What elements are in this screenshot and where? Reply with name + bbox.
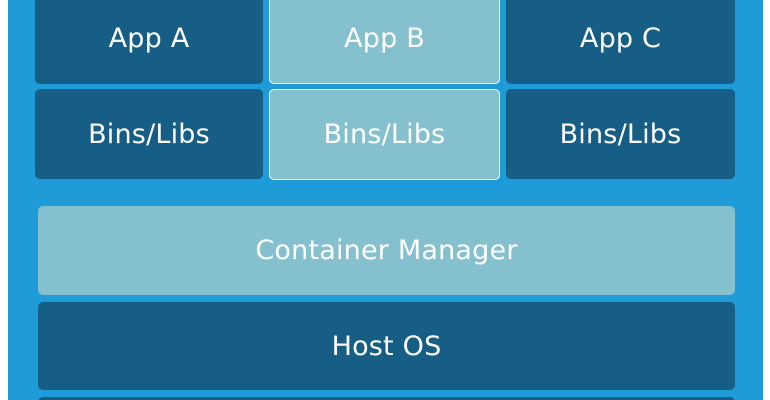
app-c-label: App C — [579, 22, 662, 54]
app-a-block: App A — [35, 0, 263, 84]
bins-libs-b-block: Bins/Libs — [269, 89, 500, 180]
bins-libs-b-label: Bins/Libs — [323, 119, 446, 150]
app-a-label: App A — [108, 22, 190, 54]
app-b-block: App B — [269, 0, 500, 84]
bins-libs-a-label: Bins/Libs — [88, 118, 210, 150]
host-os-label: Host OS — [331, 330, 442, 362]
app-b-label: App B — [344, 22, 425, 54]
bins-libs-c-label: Bins/Libs — [559, 118, 682, 150]
container-manager-layer: Container Manager — [38, 206, 735, 295]
host-os-layer: Host OS — [38, 302, 735, 390]
bins-libs-c-block: Bins/Libs — [506, 89, 735, 179]
infrastructure-layer-partial — [38, 397, 735, 400]
container-manager-label: Container Manager — [255, 235, 518, 266]
bins-libs-a-block: Bins/Libs — [35, 89, 263, 179]
app-c-block: App C — [506, 0, 735, 84]
